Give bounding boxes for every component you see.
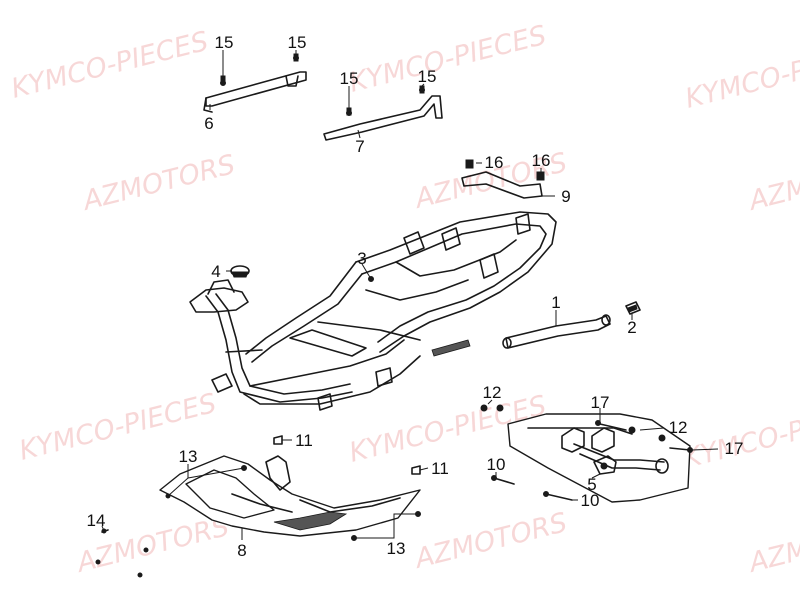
callout-16: 16 [485,153,504,172]
callout-4: 4 [211,262,220,281]
callout-15: 15 [418,67,437,86]
part-4-rubber [230,265,250,278]
watermark-azmotors: AZMOTORS [410,507,570,575]
watermark-kymco: KYMCO-PIECES [8,26,211,105]
part-8-cover [159,455,421,541]
main-frame [189,211,557,411]
part-5-hanger [507,413,691,503]
callout-12: 12 [483,383,502,402]
watermark-azmotors: AZMOTORS [78,149,238,217]
callout-1: 1 [551,293,560,312]
callout-9: 9 [561,187,570,206]
callout-6: 6 [204,114,213,133]
watermark-azmotors: AZMOTORS [744,511,800,579]
watermark-kymco: KYMCO-PIECES [346,20,549,99]
part-1-tube [502,314,611,349]
watermark-azmotors: AZMOTORS [744,149,800,217]
part-2-clip [625,301,641,315]
callout-10: 10 [581,491,600,510]
callout-10: 10 [487,455,506,474]
callout-13: 13 [179,447,198,466]
watermark-kymco: KYMCO-PIECES [680,396,800,475]
callout-labels: 15 15 6 15 15 7 16 16 9 3 4 1 2 12 17 12… [87,33,744,560]
callout-15: 15 [340,69,359,88]
callout-13: 13 [387,539,406,558]
callout-14: 14 [87,511,106,530]
part-7-stay [323,87,443,141]
callout-17: 17 [591,393,610,412]
callout-15: 15 [215,33,234,52]
part-6-bracket [203,55,307,113]
leader-lines [101,50,719,540]
callout-5: 5 [587,475,596,494]
callout-12: 12 [669,418,688,437]
callout-17: 17 [725,439,744,458]
callout-8: 8 [237,541,246,560]
callout-11: 11 [431,459,449,478]
watermark-kymco: KYMCO-PIECES [682,36,800,115]
callout-11: 11 [295,431,313,450]
callout-2: 2 [627,318,636,337]
callout-16: 16 [532,151,551,170]
hardware [95,53,693,578]
callout-15: 15 [288,33,307,52]
callout-7: 7 [355,137,364,156]
callout-3: 3 [357,249,366,268]
